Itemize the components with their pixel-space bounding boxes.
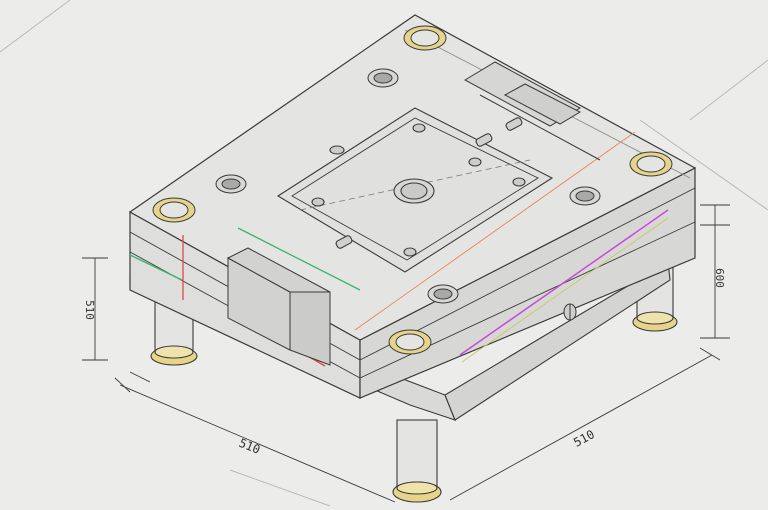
dim-front-width: 510 <box>237 436 262 457</box>
cavity-plate <box>276 107 554 273</box>
bushing-right <box>629 151 673 177</box>
screws <box>215 68 601 304</box>
dimension-lines <box>82 204 730 503</box>
leg-front-center <box>392 419 442 503</box>
side-port <box>563 303 577 321</box>
side-insert <box>226 247 331 366</box>
top-right-notch <box>463 61 601 161</box>
bushing-back <box>403 25 447 51</box>
bushing-left <box>152 197 196 223</box>
dim-left-height: 510 <box>83 300 96 320</box>
guide-bushings <box>152 25 673 355</box>
bushing-front <box>388 329 432 355</box>
dim-right-height: 600 <box>713 268 726 288</box>
